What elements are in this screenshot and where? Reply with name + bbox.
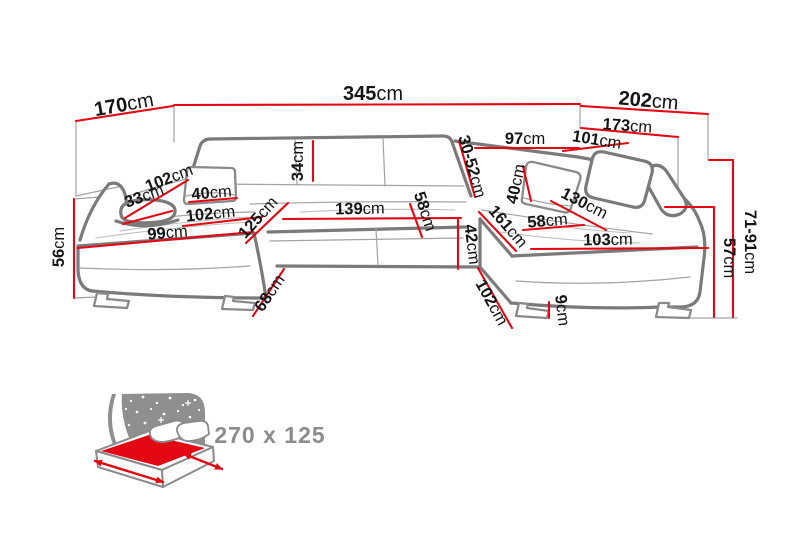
dim-label-9: 9cm: [551, 294, 573, 327]
dim-label-71-91: 71-91cm: [741, 210, 759, 274]
right-pillow: [520, 160, 582, 214]
backrest-outline: [187, 134, 473, 198]
dim-label-102-seat: 102cm: [185, 202, 236, 225]
headboard-crescent: [107, 394, 118, 447]
sleeping-area-size: 270 x 125: [214, 422, 325, 448]
dim-label-58-right: 58cm: [527, 210, 569, 231]
dim-label-103: 103cm: [583, 231, 633, 250]
dim-label-101: 101cm: [571, 127, 623, 153]
dim-label-40-right: 40cm: [503, 162, 529, 205]
dim-label-40-left: 40cm: [191, 182, 233, 203]
leg-front-right: [654, 301, 693, 320]
left-pillow: [182, 165, 238, 206]
bed-pillow-right: [175, 419, 210, 442]
dimension-lines: [72, 102, 735, 330]
dim-label-34: 34cm: [289, 141, 307, 181]
dim-label-58-middle: 58cm: [410, 189, 440, 233]
length-arrow: [93, 459, 165, 484]
dim-label-56: 56cm: [50, 227, 68, 267]
dim-label-97: 97cm: [505, 130, 545, 148]
dim-label-173: 173cm: [602, 115, 653, 136]
width-arrow: [182, 452, 224, 471]
leg-front-left: [92, 291, 131, 310]
dim-label-170: 170cm: [92, 89, 155, 121]
leg-mid-left: [220, 294, 257, 312]
dim-label-99: 99cm: [147, 222, 189, 243]
dim-label-202: 202cm: [618, 87, 680, 114]
dim-label-345: 345cm: [343, 83, 403, 105]
dim-label-68: 68cm: [251, 271, 288, 315]
extension-lines: [73, 104, 738, 319]
sleeping-area-icon: 270 x 125: [93, 393, 325, 488]
sofa-drawing: [76, 134, 707, 320]
mattress-highlight: [101, 435, 205, 466]
left-armrest-cushion: [119, 197, 177, 225]
dim-label-57: 57cm: [720, 238, 738, 278]
dim-label-139: 139cm: [335, 200, 385, 219]
dim-label-102-right-side: 102cm: [471, 277, 511, 329]
dim-label-42: 42cm: [461, 223, 484, 265]
right-headrest: [584, 150, 654, 209]
